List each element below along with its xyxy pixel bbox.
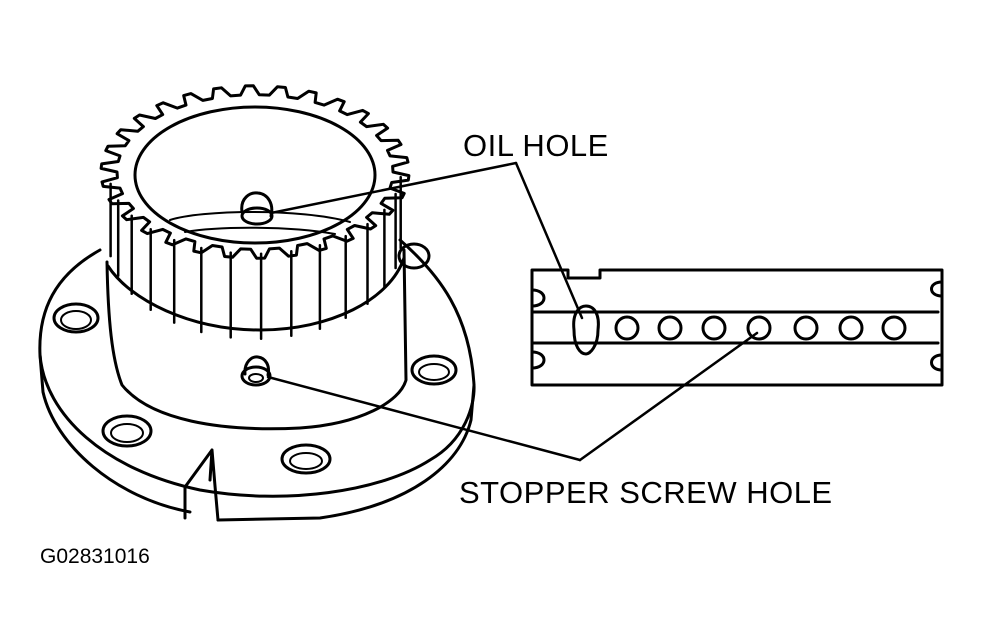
strip-hole-row [614,315,907,341]
stopper-screw-hole-label: STOPPER SCREW HOLE [459,475,833,510]
oil-hole [240,191,274,226]
strip-oil-hole [572,304,600,356]
gear-bottom-edge [106,256,406,332]
gear-bore-inner-shadow [169,211,351,235]
gear [99,84,411,340]
stopper-leader-strip [578,331,759,462]
bolt-hole [397,242,431,270]
flange-slot [183,448,220,522]
bolt-hole [280,443,332,475]
hub-body [105,248,408,431]
figure-code: G02831016 [40,545,150,568]
flange [38,238,476,522]
oil-hole-leader-gear [269,161,518,215]
stopper-leader-hub [266,375,582,462]
oil-hole-label: OIL HOLE [463,128,609,163]
gear-bore [133,105,377,245]
bolt-hole [52,302,100,334]
bolt-holes [52,242,458,475]
bolt-hole [101,414,153,448]
gear-face-lines [109,175,402,340]
oil-hole-leader-strip [514,161,584,320]
bolt-hole [410,354,458,386]
stopper-screw-hole [240,355,272,387]
leader-lines [266,161,759,462]
gear-teeth-outline [99,84,411,260]
bearing-strip [530,268,944,387]
